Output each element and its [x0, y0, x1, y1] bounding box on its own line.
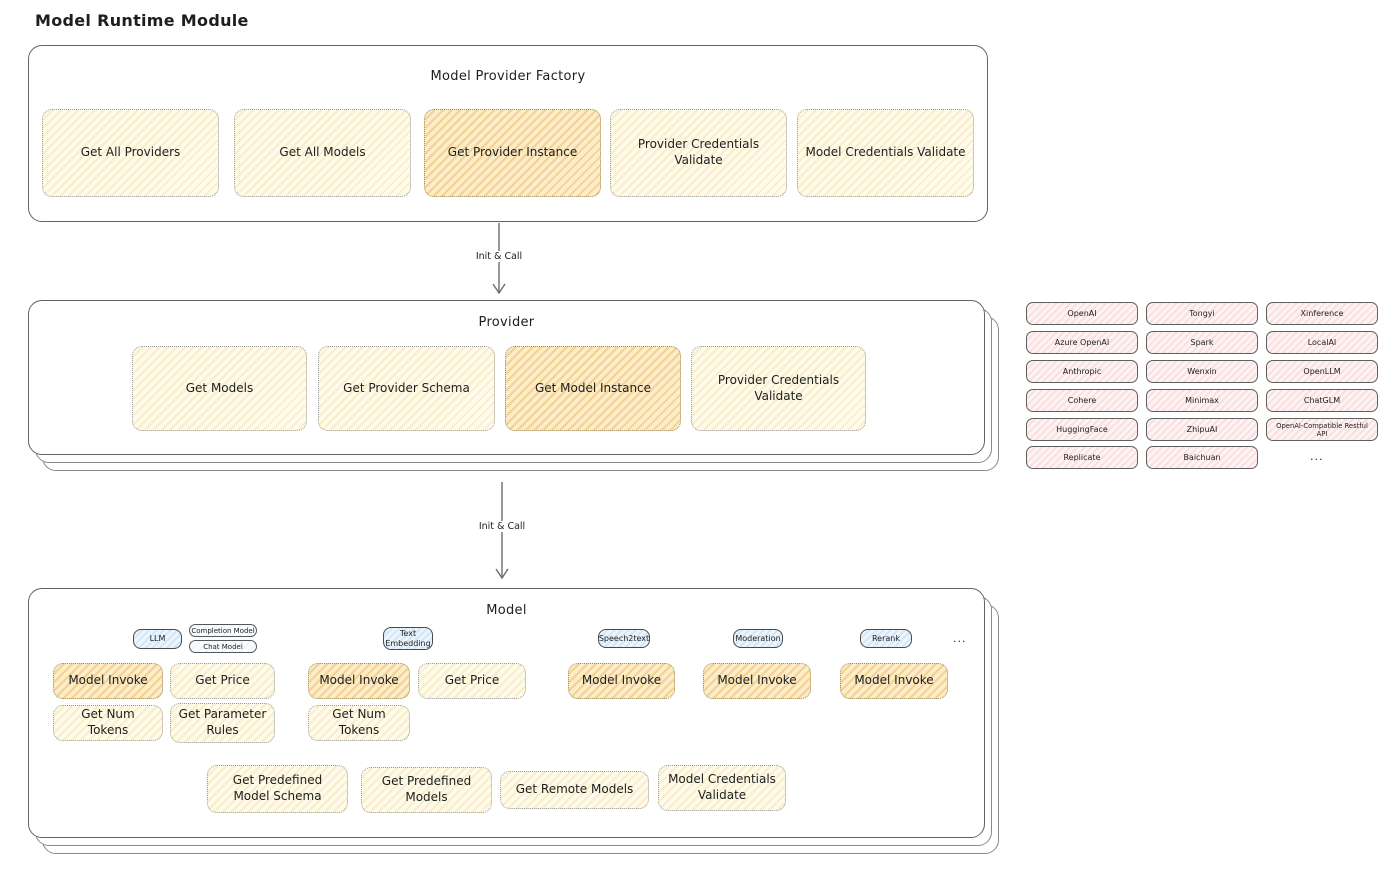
provider-cell-minimax: Minimax — [1146, 389, 1258, 412]
node-rerank-model-invoke: Model Invoke — [840, 663, 948, 699]
node-speech2text-model-invoke: Model Invoke — [568, 663, 675, 699]
node-embedding-model-invoke: Model Invoke — [308, 663, 410, 699]
provider-cell-chatglm: ChatGLM — [1266, 389, 1378, 412]
arrow-label-init-call-2: Init & Call — [471, 521, 533, 532]
node-model-credentials-validate-2: Model Credentials Validate — [658, 765, 786, 811]
subtype-chat-model-chip: Chat Model — [189, 640, 257, 653]
provider-cell-openai: OpenAI — [1026, 302, 1138, 325]
provider-cell-azure-openai: Azure OpenAI — [1026, 331, 1138, 354]
node-provider-credentials-validate: Provider Credentials Validate — [610, 109, 787, 197]
provider-cell-wenxin: Wenxin — [1146, 360, 1258, 383]
providers-more-ellipsis: ... — [1310, 450, 1324, 463]
provider-cell-tongyi: Tongyi — [1146, 302, 1258, 325]
node-embedding-get-num-tokens: Get Num Tokens — [308, 705, 410, 741]
provider-cell-cohere: Cohere — [1026, 389, 1138, 412]
factory-box: Model Provider Factory Get All Providers… — [28, 45, 988, 222]
node-llm-get-parameter-rules: Get Parameter Rules — [170, 703, 275, 743]
provider-cell-baichuan: Baichuan — [1146, 446, 1258, 469]
node-llm-get-price: Get Price — [170, 663, 275, 699]
node-llm-get-num-tokens: Get Num Tokens — [53, 705, 163, 741]
node-llm-model-invoke: Model Invoke — [53, 663, 163, 699]
provider-cell-localai: LocalAI — [1266, 331, 1378, 354]
provider-cell-replicate: Replicate — [1026, 446, 1138, 469]
factory-title: Model Provider Factory — [430, 69, 586, 84]
provider-box: Provider Get Models Get Provider Schema … — [28, 300, 985, 455]
provider-cell-anthropic: Anthropic — [1026, 360, 1138, 383]
node-get-predefined-model-schema: Get Predefined Model Schema — [207, 765, 348, 813]
node-get-remote-models: Get Remote Models — [500, 771, 649, 809]
node-get-provider-instance: Get Provider Instance — [424, 109, 601, 197]
type-speech2text-badge: Speech2text — [598, 629, 650, 648]
model-title: Model — [486, 603, 527, 618]
type-llm-badge: LLM — [133, 629, 182, 649]
node-get-all-providers: Get All Providers — [42, 109, 219, 197]
provider-cell-spark: Spark — [1146, 331, 1258, 354]
type-rerank-badge: Rerank — [860, 629, 912, 648]
page-title: Model Runtime Module — [35, 11, 249, 30]
node-model-credentials-validate: Model Credentials Validate — [797, 109, 974, 197]
types-more-ellipsis: ... — [953, 632, 967, 645]
node-moderation-model-invoke: Model Invoke — [703, 663, 811, 699]
node-provider-credentials-validate-2: Provider Credentials Validate — [691, 346, 866, 431]
provider-cell-xinference: Xinference — [1266, 302, 1378, 325]
node-get-all-models: Get All Models — [234, 109, 411, 197]
provider-title: Provider — [478, 315, 535, 330]
provider-cell-zhipuai: ZhipuAI — [1146, 418, 1258, 441]
node-get-predefined-models: Get Predefined Models — [361, 767, 492, 813]
type-text-embedding-badge: Text Embedding — [383, 627, 433, 650]
subtype-completion-model-chip: Completion Model — [189, 624, 257, 637]
provider-cell-openai-compatible: OpenAI-Compatible Restful API — [1266, 418, 1378, 441]
node-get-models: Get Models — [132, 346, 307, 431]
provider-cell-huggingface: HuggingFace — [1026, 418, 1138, 441]
node-embedding-get-price: Get Price — [418, 663, 526, 699]
node-get-model-instance: Get Model Instance — [505, 346, 681, 431]
node-get-provider-schema: Get Provider Schema — [318, 346, 495, 431]
arrow-label-init-call-1: Init & Call — [468, 251, 530, 262]
type-moderation-badge: Moderation — [733, 629, 783, 648]
provider-cell-openllm: OpenLLM — [1266, 360, 1378, 383]
model-box: Model LLM Completion Model Chat Model Te… — [28, 588, 985, 838]
